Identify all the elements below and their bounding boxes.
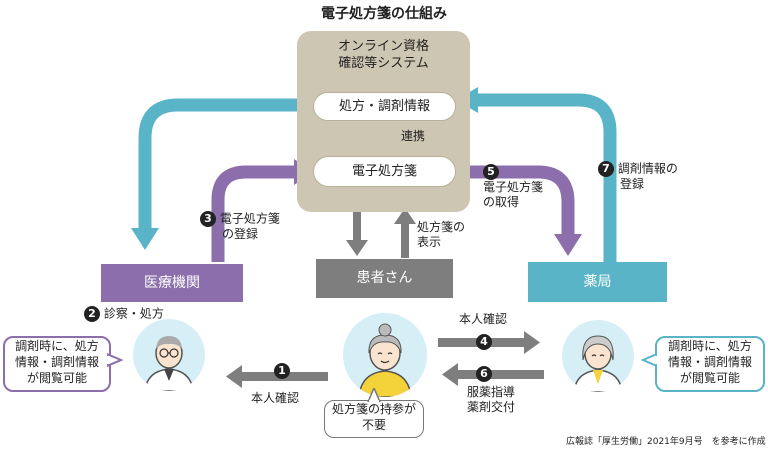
step4-badge-wrap: 4 — [476, 334, 492, 350]
patient-speech-bubble: 処方箋の持参が 不要 — [324, 400, 424, 438]
doctor-bubble-line2: 情報・調剤情報 — [14, 355, 99, 369]
arrow-pharmacy-to-system — [476, 93, 617, 262]
doctor-bubble-line1: 調剤時に、処方 — [15, 339, 99, 353]
prescription-dispensing-info-box: 処方・調剤情報 — [313, 92, 456, 121]
patient-bubble-line2: 不要 — [361, 418, 386, 432]
patient-bubble-line1: 処方箋の持参が — [331, 402, 416, 416]
pharm-bubble-line2: 情報・調剤情報 — [667, 355, 752, 369]
pharm-bubble-line1: 調剤時に、処方 — [668, 339, 752, 353]
patient-avatar — [343, 313, 427, 397]
display-label: 処方箋の 表示 — [417, 220, 465, 250]
step5-label: 5 電子処方箋 の取得 — [483, 164, 543, 210]
system-title: オンライン資格 確認等システム — [297, 38, 470, 72]
step5-badge: 5 — [483, 164, 499, 180]
step3-line1: 電子処方箋 — [219, 211, 280, 226]
arrowhead-clinic — [131, 228, 159, 250]
step3-badge: 3 — [200, 211, 216, 227]
step6-badge-wrap: 6 — [476, 366, 492, 382]
patient-node: 患者さん — [316, 259, 453, 298]
display-label-line2: 表示 — [417, 235, 442, 249]
arrow-system-to-clinic — [138, 98, 300, 230]
arrowhead-step6 — [442, 363, 458, 386]
arrow-clinic-to-rx — [211, 165, 296, 262]
pharmacy-node: 薬局 — [528, 262, 667, 302]
diagram-title: 電子処方箋の仕組み — [321, 6, 447, 22]
step7-line1: 調剤情報の — [617, 161, 678, 176]
arrow-step6-shaft — [456, 370, 544, 379]
pharmacist-avatar — [562, 320, 634, 392]
step1-badge-wrap: 1 — [274, 363, 290, 379]
doctor-avatar — [133, 319, 205, 391]
arrow-rx-to-pharmacy — [455, 165, 575, 236]
system-title-line1: オンライン資格 — [337, 39, 429, 54]
step3-line2: の登録 — [222, 227, 259, 241]
arrowhead-step1 — [226, 365, 242, 388]
step6-line1: 服薬指導 — [467, 385, 516, 399]
pharm-bubble-line3: が閲覧可能 — [679, 371, 740, 385]
system-title-line2: 確認等システム — [338, 56, 429, 71]
step5-line1: 電子処方箋 — [483, 180, 544, 194]
step2-badge: 2 — [84, 306, 100, 322]
step4-text: 本人確認 — [459, 312, 508, 326]
electronic-prescription-box: 電子処方箋 — [313, 156, 456, 187]
doctor-bubble-tail — [107, 352, 123, 368]
step1-badge: 1 — [274, 363, 290, 379]
step5-line2: の取得 — [483, 195, 520, 209]
step7-badge: 7 — [598, 161, 614, 177]
arrowhead-pharmacy — [554, 234, 582, 256]
doctor-speech-bubble: 調剤時に、処方 情報・調剤情報 が閲覧可能 — [3, 336, 111, 392]
pharm-bubble-tail — [641, 352, 657, 368]
arrow-patient-to-system-shaft — [401, 222, 409, 258]
step3-label: 3 電子処方箋 の登録 — [200, 211, 280, 242]
step6-text: 服薬指導 薬剤交付 — [467, 385, 515, 415]
patient-icon — [358, 323, 412, 397]
step1-text: 本人確認 — [251, 391, 300, 405]
arrowhead-patient — [346, 240, 368, 256]
step6-badge: 6 — [476, 366, 492, 382]
arrowhead-system-up — [394, 208, 416, 224]
medical-institution-node: 医療機関 — [101, 264, 243, 302]
pharmacist-icon — [573, 335, 623, 392]
step2-text: 診察・処方 — [103, 306, 164, 321]
step7-label: 7 調剤情報の 登録 — [598, 161, 678, 192]
arrowhead-step4 — [524, 331, 540, 354]
step2-label: 2 診察・処方 — [84, 306, 164, 322]
patient-bubble-tail — [367, 388, 381, 402]
step7-line2: 登録 — [620, 177, 645, 191]
arrow-system-to-patient-shaft — [353, 210, 361, 242]
doctor-icon — [144, 336, 194, 391]
link-label: 連携 — [401, 129, 426, 143]
doctor-bubble-line3: が閲覧可能 — [26, 371, 87, 385]
display-label-line1: 処方箋の — [417, 220, 466, 234]
pharmacist-speech-bubble: 調剤時に、処方 情報・調剤情報 が閲覧可能 — [655, 336, 765, 392]
source-note: 広報誌「厚生労働」2021年9月号 を参考に作成 — [566, 437, 766, 447]
step4-badge: 4 — [476, 334, 492, 350]
step6-line2: 薬剤交付 — [467, 400, 516, 414]
